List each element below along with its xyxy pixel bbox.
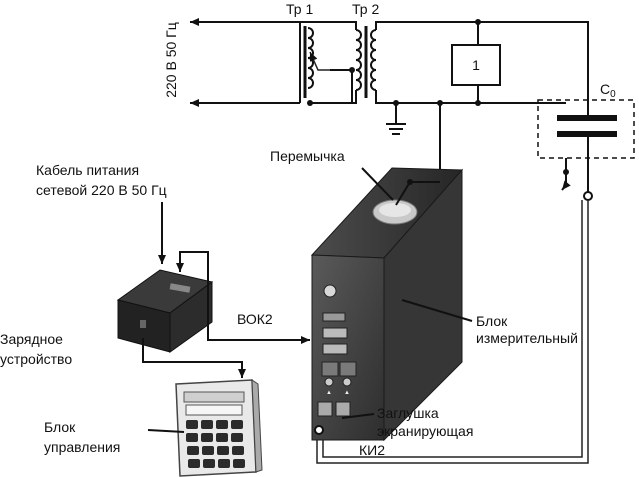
tr2-label: Тр 2 (352, 1, 379, 17)
control-label-line2: управления (44, 439, 120, 455)
measuring-unit: ▲ ▲ (310, 167, 464, 442)
ki2-cable-inner (322, 200, 583, 458)
tr1-transformer (299, 22, 330, 103)
supply-voltage-label: 220 В 50 Гц (163, 22, 179, 98)
plug-label-line2: экранирующая (377, 423, 473, 439)
c0-capacitor (557, 85, 617, 196)
tr1-label: Тр 1 (286, 1, 313, 17)
peremychka-pointer (361, 167, 394, 201)
charger-label-line1: Зарядное (0, 331, 63, 347)
ground-symbol (386, 103, 406, 135)
measure-pointer (401, 299, 473, 322)
plug-label-line1: Заглушка (377, 405, 439, 421)
tr1-output-lead (310, 69, 353, 104)
control-pointer (147, 429, 185, 433)
element-1-box (451, 44, 501, 86)
element-1-label: 1 (472, 57, 480, 73)
hv-top-wire (375, 21, 589, 85)
control-label-line1: Блок (44, 419, 76, 435)
hv-bottom-wire (375, 90, 566, 104)
plug-pointer (341, 413, 375, 419)
ki2-cable-outer (316, 200, 589, 464)
charger-to-control (142, 338, 246, 378)
peremychka-label: Перемычка (270, 148, 345, 164)
control-unit (175, 379, 263, 477)
vok2-label: ВОК2 (237, 311, 273, 327)
cable-label-line1: Кабель питания (36, 162, 139, 178)
ki2-label: КИ2 (359, 442, 385, 458)
svg-text:▲: ▲ (344, 390, 350, 396)
measure-label-line2: измерительный (476, 330, 578, 346)
cable-label-line2: сетевой 220 В 50 Гц (36, 182, 167, 198)
tr2-transformer (355, 26, 377, 98)
charger-device (116, 269, 214, 353)
svg-text:▲: ▲ (326, 390, 332, 396)
c0-dashed-box (537, 99, 635, 159)
measure-label-line1: Блок (476, 313, 508, 329)
c0-label: C0 (600, 81, 616, 100)
charger-label-line2: устройство (0, 351, 72, 367)
